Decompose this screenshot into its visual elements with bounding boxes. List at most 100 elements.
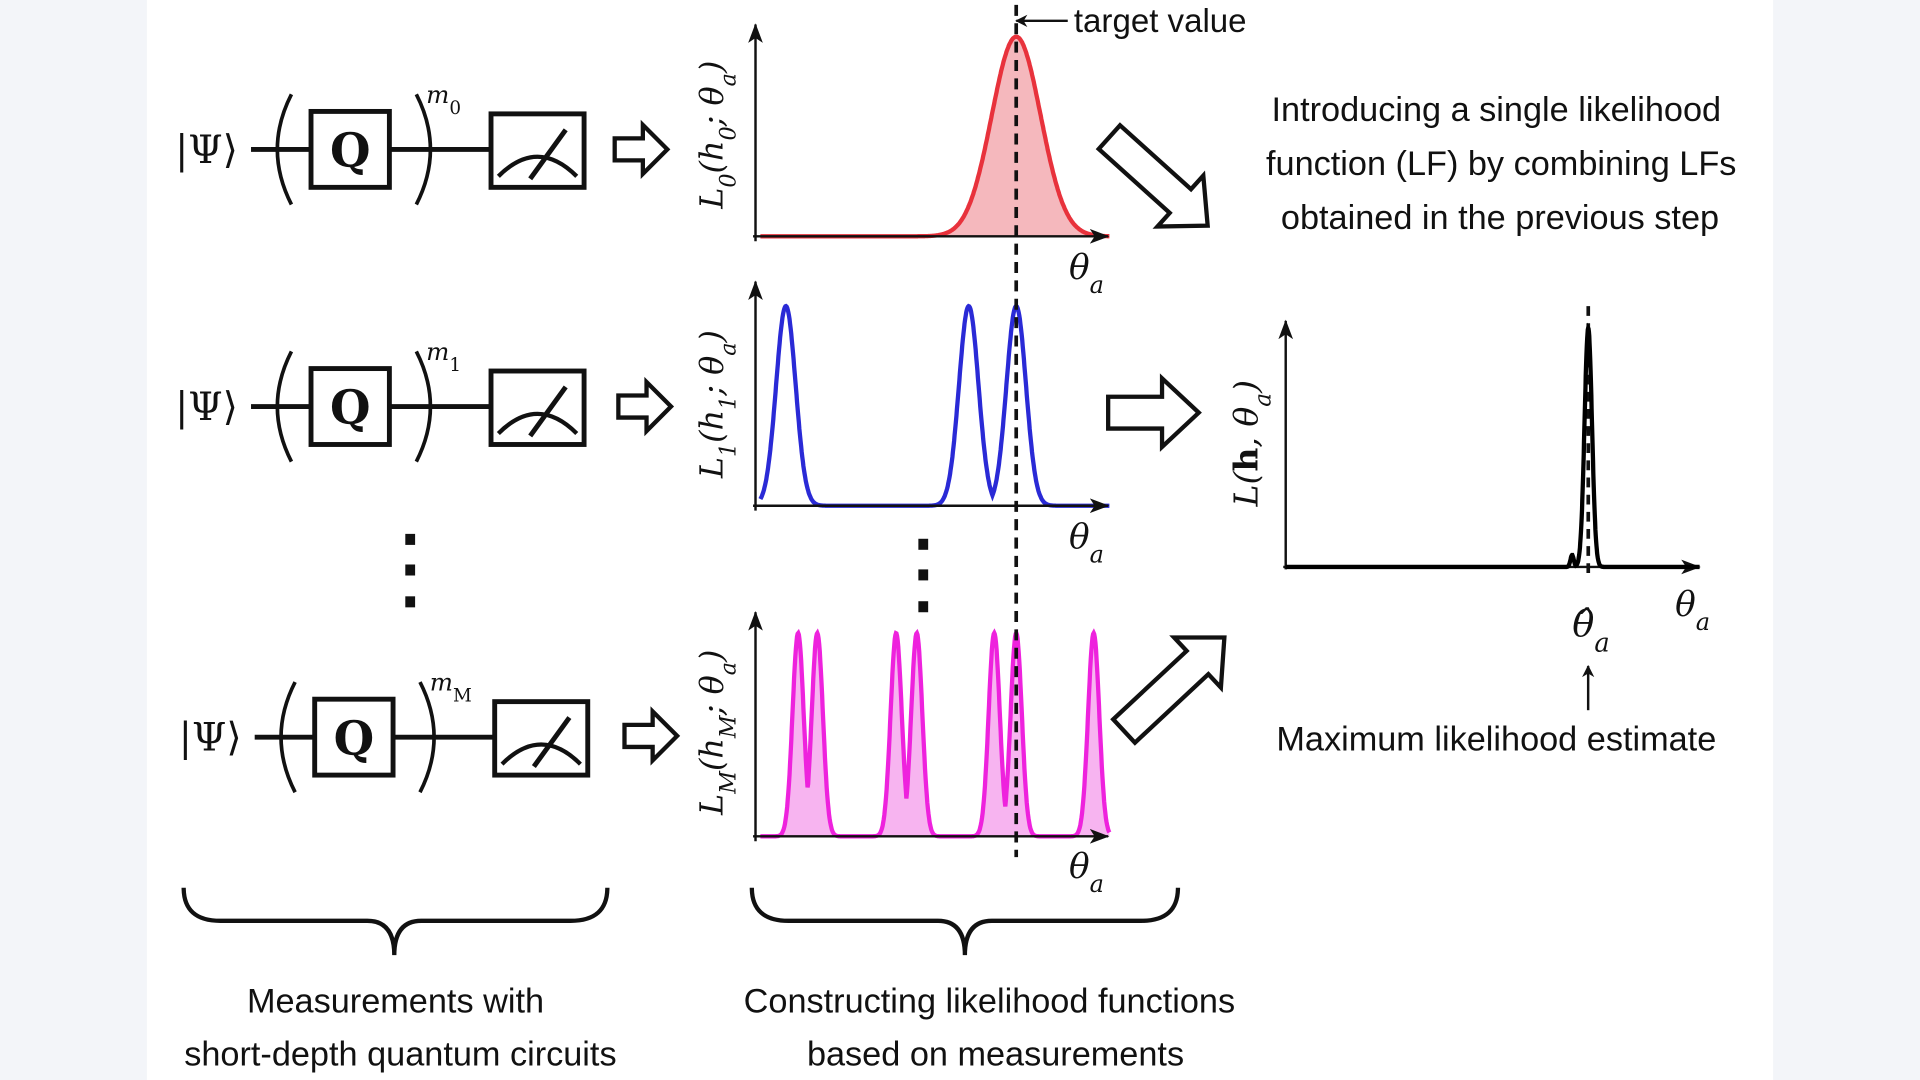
psi-ket-label: |Ψ⟩ [175,385,238,430]
measurement-meter-icon [492,699,591,778]
caption-constructing: based on measurements [807,1035,1184,1073]
label-part: 1 [715,443,741,457]
figure-panel [146,0,1774,1080]
estimate-label: Maximum likelihood estimate [1276,721,1716,759]
label-part: θ [1069,518,1090,558]
circuit-row: |Ψ⟩ QmM [179,668,591,794]
label-part: ; θ [692,86,730,127]
likelihood-fill [760,36,1110,237]
combine-hollow-arrow-icon [1106,373,1202,452]
label-part: a [715,73,741,86]
label-part: ) [1227,380,1266,394]
power-label: m1 [426,337,461,376]
quantum-circuits: |Ψ⟩Qm0|Ψ⟩Qm1|Ψ⟩QmM [175,80,591,794]
combined-likelihood-curve [1285,322,1700,570]
power-base: m [430,668,453,697]
right-parenthesis [414,93,433,206]
meter-arc [500,742,582,766]
label-part: θ [1675,585,1696,625]
y-axis-label: LM(hM; θa) [692,650,741,816]
y-axis-label: L(h, θa) [1227,380,1277,507]
combine-hollow-arrow-icon [1110,635,1227,746]
meter-arc [496,411,579,435]
label-part: (h [692,738,730,771]
ellipsis-dots-circuits [405,533,416,608]
likelihood-fill [760,633,1110,837]
target-value-label: target value [1074,3,1247,40]
label-part: ; θ [692,356,730,397]
combine-text-line: Introducing a single likelihood [1272,91,1722,129]
combine-text-line: function (LF) by combining LFs [1266,145,1736,183]
power-sub: 1 [449,355,461,376]
y-axis-label: L0(h0; θa) [692,61,741,210]
label-part: L [692,457,730,479]
label-part: M [715,714,741,739]
small-hollow-arrow-icon [622,706,681,766]
brace-measurements [181,887,610,956]
label-part: (h [692,141,730,174]
label-part: θ [1069,847,1090,887]
q-gate-box [312,696,396,778]
small-hollow-arrow-icon [612,119,671,180]
likelihood-plot-2: LM(hM; θa)θa [692,611,1112,898]
label-part: 0 [715,126,741,140]
psi-ket-label: |Ψ⟩ [175,128,238,173]
combine-text-line: obtained in the previous step [1281,199,1719,237]
power-label: m0 [426,80,461,119]
caption-constructing: Constructing likelihood functions [744,983,1235,1021]
label-part: ) [692,330,730,343]
meter-needle [531,716,572,768]
label-part: a [715,342,741,355]
label-part: a [1090,271,1104,299]
small-hollow-arrow-icon [616,376,675,437]
label-part: a [1251,393,1277,407]
label-part: 0 [715,173,741,187]
q-gate-label: Q [334,710,375,765]
x-axis-label: θa [1675,585,1710,636]
likelihood-plot-1: L1(h1; θa)θa [692,280,1110,569]
label-part: L( [1227,471,1266,508]
measurement-meter-icon [488,111,587,190]
caption-measurements: short-depth quantum circuits [184,1035,616,1073]
label-part: θ̂ [1572,603,1594,646]
meter-arc [496,154,579,178]
label-part: ; θ [692,675,730,716]
label-part: a [1696,608,1710,636]
left-parenthesis [275,350,294,463]
q-gate-label: Q [330,123,371,178]
power-sub: 0 [449,97,461,118]
x-axis-label: θa [1069,518,1104,569]
power-label: mM [430,668,472,707]
label-part: (h [692,410,730,443]
likelihood-plot-0: L0(h0; θa)θa [692,23,1110,299]
combined-likelihood-plot: L(h, θa)θaθ̂a [1227,306,1710,659]
x-axis-label: θa [1069,248,1104,299]
label-part: a [1090,870,1104,898]
label-part: a [1594,629,1609,659]
label-part: L [692,794,730,816]
meter-needle [528,128,568,181]
y-axis-label: L1(h1; θa) [692,330,741,479]
label-part: h [1227,448,1266,472]
right-parenthesis [418,681,436,794]
q-gate-box [308,108,392,190]
label-part: a [715,662,741,675]
power-sub: M [453,685,472,706]
q-gate-box [308,366,392,447]
flow-arrows [612,119,1227,766]
q-gate-label: Q [330,380,371,435]
label-part: , θ [1227,407,1266,448]
power-base: m [426,80,449,109]
combine-hollow-arrow-icon [1095,122,1210,229]
right-parenthesis [414,350,433,463]
label-part: 1 [715,396,741,410]
meter-needle [528,385,568,438]
label-part: L [692,188,730,210]
psi-ket-label: |Ψ⟩ [179,716,242,761]
left-parenthesis [275,93,294,206]
label-part: θ [1069,248,1090,288]
caption-measurements: Measurements with [247,983,544,1021]
circuit-row: |Ψ⟩ Qm1 [175,337,587,463]
